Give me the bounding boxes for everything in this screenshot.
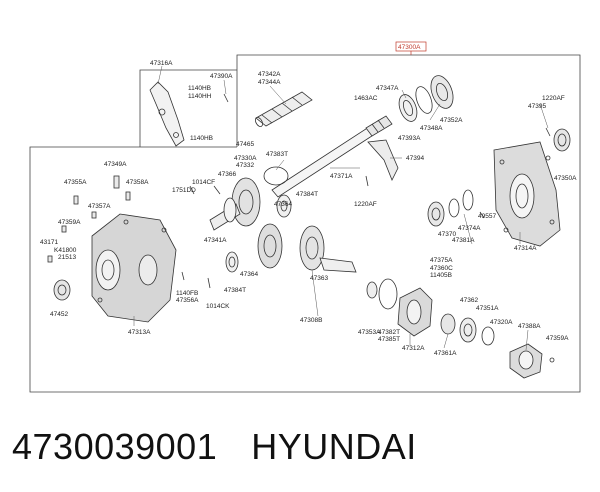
callout-label: 47382T [378, 329, 400, 336]
callout-label: 47312A [402, 345, 425, 352]
callout-label: 47316A [150, 60, 173, 67]
callout-label: 47465 [236, 141, 254, 148]
part-bearing-set [427, 189, 474, 227]
part-clip-bracket [367, 139, 399, 181]
callout-label: 1140FB [176, 290, 198, 297]
part-bolts [47, 93, 551, 289]
callout-label: 47381A [452, 237, 475, 244]
callout-label: 47366 [218, 171, 236, 178]
callout-label: 1014CF [192, 179, 215, 186]
callout-label: 47347A [376, 85, 399, 92]
callout-label: 47352A [440, 117, 463, 124]
callout-label: 47360C [430, 265, 453, 272]
callout-label: 47395 [528, 103, 546, 110]
callout-label: 47348A [420, 125, 443, 132]
callout-label: 47341A [204, 237, 227, 244]
reference-box: 47300A [395, 41, 427, 55]
callout-label: 47384T [224, 287, 246, 294]
callout-label: 47313A [128, 329, 151, 336]
callout-label: 47452 [50, 311, 68, 318]
callout-label: 47384T [296, 191, 318, 198]
callout-label: 47320A [490, 319, 513, 326]
callout-label: 47349A [104, 161, 127, 168]
part-oil-seal-left [53, 279, 71, 301]
leader-lines [133, 65, 549, 351]
callout-label: 1220AF [542, 95, 565, 102]
callout-label: 47355A [64, 179, 87, 186]
callout-label: 47364 [240, 271, 258, 278]
callout-label: 47344A [258, 79, 281, 86]
callout-label: 47359A [546, 335, 569, 342]
callout-label: 47358A [126, 179, 149, 186]
part-extension-housing [366, 278, 433, 337]
callout-label: 47351A [476, 305, 499, 312]
callout-label: 49557 [478, 213, 496, 220]
callout-label: 47342A [258, 71, 281, 78]
callout-label: 47330A [234, 155, 257, 162]
part-front-housing [91, 213, 177, 323]
callout-label: 1140HB [190, 135, 213, 142]
part-splined-shaft [254, 91, 313, 127]
part-output-seals [440, 313, 495, 346]
callout-label: 21513 [58, 254, 76, 261]
callout-label: 47371A [330, 173, 353, 180]
callout-label: 47393A [398, 135, 421, 142]
callout-label: 1140HB [188, 85, 211, 92]
part-flange-yoke [509, 343, 555, 379]
callout-label: 11405B [430, 272, 452, 279]
part-main-shaft [271, 115, 393, 198]
part-sprocket-assembly [257, 223, 357, 273]
brand-name: HYUNDAI [251, 426, 417, 467]
part-bearing-mid [276, 194, 292, 218]
exploded-parts-diagram: 47300A [29, 41, 581, 393]
callout-label: 47363 [310, 275, 328, 282]
callout-labels: 47316A 47390A 1140HB 1140HH 1140HB 47342… [40, 60, 577, 357]
part-seal-rings [398, 75, 454, 122]
callout-label: 47353A [358, 329, 381, 336]
callout-label: 47388A [518, 323, 541, 330]
part-bracket [149, 81, 185, 147]
callout-label: 47370 [438, 231, 456, 238]
callout-label: 47394 [406, 155, 424, 162]
callout-label: 47383T [266, 151, 288, 158]
callout-label: 43171 [40, 239, 58, 246]
callout-label: 47364 [274, 201, 292, 208]
callout-label: K41800 [54, 247, 77, 254]
callout-label: 47362 [460, 297, 478, 304]
part-number: 4730039001 [12, 426, 218, 467]
callout-label: 47357A [88, 203, 111, 210]
part-drive-gear [209, 177, 261, 231]
reference-box-label: 47300A [398, 44, 421, 51]
callout-label: 47385T [378, 336, 400, 343]
callout-label: 47361A [434, 350, 457, 357]
callout-label: 47374A [458, 225, 481, 232]
part-oil-seal-right [553, 128, 571, 152]
part-spacer-ring [225, 251, 239, 273]
frame-outlines [29, 54, 581, 393]
callout-label: 47390A [210, 73, 233, 80]
callout-label: 47308B [300, 317, 322, 324]
callout-label: 1751DD [172, 187, 196, 194]
part-snap-ring [263, 166, 289, 186]
callout-label: 1220AF [354, 201, 377, 208]
part-caption: 4730039001 HYUNDAI [12, 426, 417, 476]
part-rear-housing [493, 141, 561, 247]
callout-label: 47375A [430, 257, 453, 264]
callout-label: 47332 [236, 162, 254, 169]
callout-label: 47356A [176, 297, 199, 304]
callout-label: 1463AC [354, 95, 378, 102]
parts [47, 75, 571, 379]
callout-label: 47314A [514, 245, 537, 252]
callout-label: 47350A [554, 175, 577, 182]
callout-label: 1140HH [188, 93, 212, 100]
callout-label: 47359A [58, 219, 81, 226]
callout-label: 1014CK [206, 303, 230, 310]
